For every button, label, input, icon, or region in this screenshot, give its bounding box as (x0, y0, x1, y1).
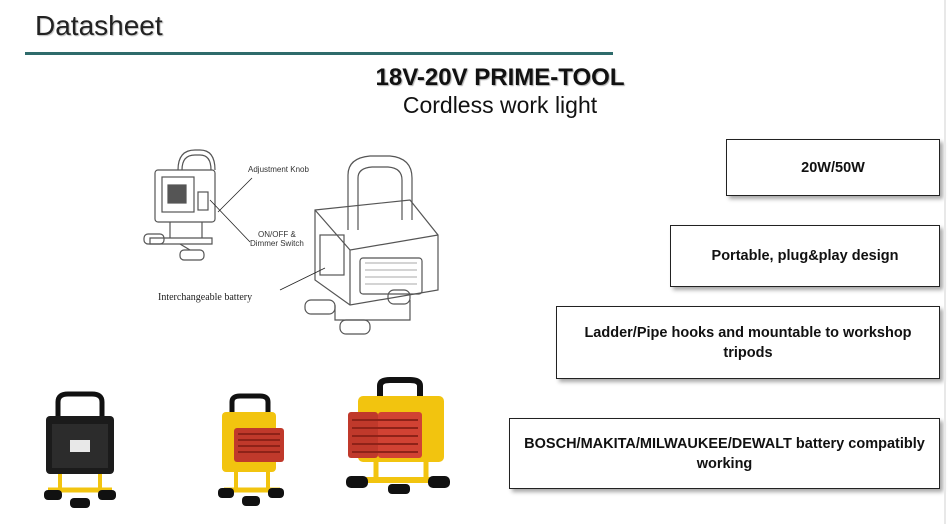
feature-box-battery-compat: BOSCH/MAKITA/MILWAUKEE/DEWALT battery co… (509, 418, 940, 489)
product-line-diagram: Adjustment Knob ON/OFF & Dimmer Switch I… (143, 149, 439, 335)
product-photo-black-led (44, 391, 116, 508)
feature-text-battery-compat: BOSCH/MAKITA/MILWAUKEE/DEWALT battery co… (524, 435, 925, 472)
on-off-label-line2: Dimmer Switch (250, 239, 304, 248)
product-photo-yellow-red-large (346, 377, 450, 494)
adjustment-knob-label: Adjustment Knob (248, 165, 309, 174)
feature-box-mounting: Ladder/Pipe hooks and mountable to works… (556, 306, 940, 379)
title-underline (25, 52, 613, 55)
feature-text-portable: Portable, plug&play design (711, 248, 899, 264)
product-subtitle: Cordless work light (402, 92, 598, 118)
product-photo-yellow-red-small (218, 393, 284, 506)
page-edge (944, 0, 946, 524)
feature-box-portable: Portable, plug&play design (670, 225, 940, 287)
feature-text-mounting: Ladder/Pipe hooks and mountable to works… (584, 324, 912, 361)
product-title-block: 18V-20V PRIME-TOOL Cordless work light (300, 64, 700, 119)
on-off-label-line1: ON/OFF & (258, 230, 296, 239)
page-title: Datasheet (35, 10, 163, 41)
feature-box-wattage: 20W/50W (726, 139, 940, 196)
battery-label: Interchangeable battery (158, 292, 252, 303)
product-title: 18V-20V PRIME-TOOL (375, 64, 625, 91)
feature-text-wattage: 20W/50W (801, 159, 865, 176)
